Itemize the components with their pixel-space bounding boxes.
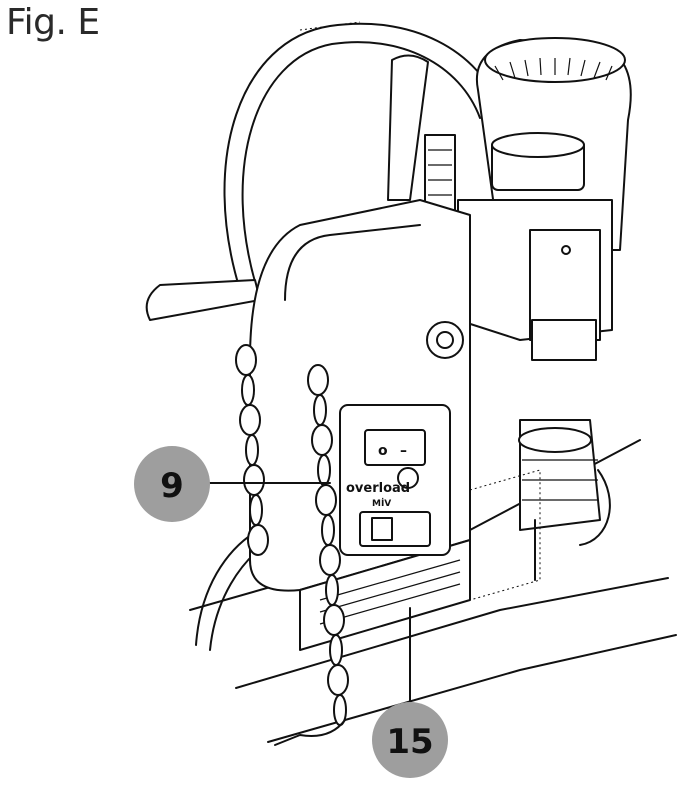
chain-hook	[274, 719, 346, 746]
control-panel: o – overload MİV	[339, 404, 451, 556]
chain-link	[315, 484, 337, 516]
chain-link	[325, 574, 339, 606]
chain-link	[329, 634, 343, 666]
coolant-hose	[223, 21, 501, 293]
feed-handle	[145, 54, 429, 321]
gearbox-block	[457, 199, 613, 361]
chain-link	[243, 464, 265, 496]
chain-link	[239, 404, 261, 436]
callout-15: 15	[372, 702, 448, 778]
chain-link	[245, 434, 259, 466]
chain-link	[323, 604, 345, 636]
callout-9-label: 9	[160, 466, 184, 506]
chain-link	[313, 394, 327, 426]
callout-15-label: 15	[386, 722, 433, 762]
overload-label: overload	[346, 481, 410, 496]
chain-link	[327, 664, 349, 696]
chain-link	[311, 424, 333, 456]
callout-9: 9	[134, 446, 210, 522]
chain-link	[247, 524, 269, 556]
motor-housing	[475, 37, 632, 251]
chain-link	[249, 494, 263, 526]
figure-title: Fig. E	[6, 2, 100, 43]
chain-link	[307, 364, 329, 396]
chain-link	[321, 514, 335, 546]
chain-link	[319, 544, 341, 576]
spindle-chuck	[518, 419, 611, 581]
chain-link	[241, 374, 255, 406]
chain-link	[235, 344, 257, 376]
chain-link	[317, 454, 331, 486]
switch-off-glyph: –	[400, 443, 407, 459]
switch-on-glyph: o	[378, 443, 388, 459]
brand-mark: MİV	[372, 498, 391, 509]
safety-chain	[235, 344, 349, 746]
